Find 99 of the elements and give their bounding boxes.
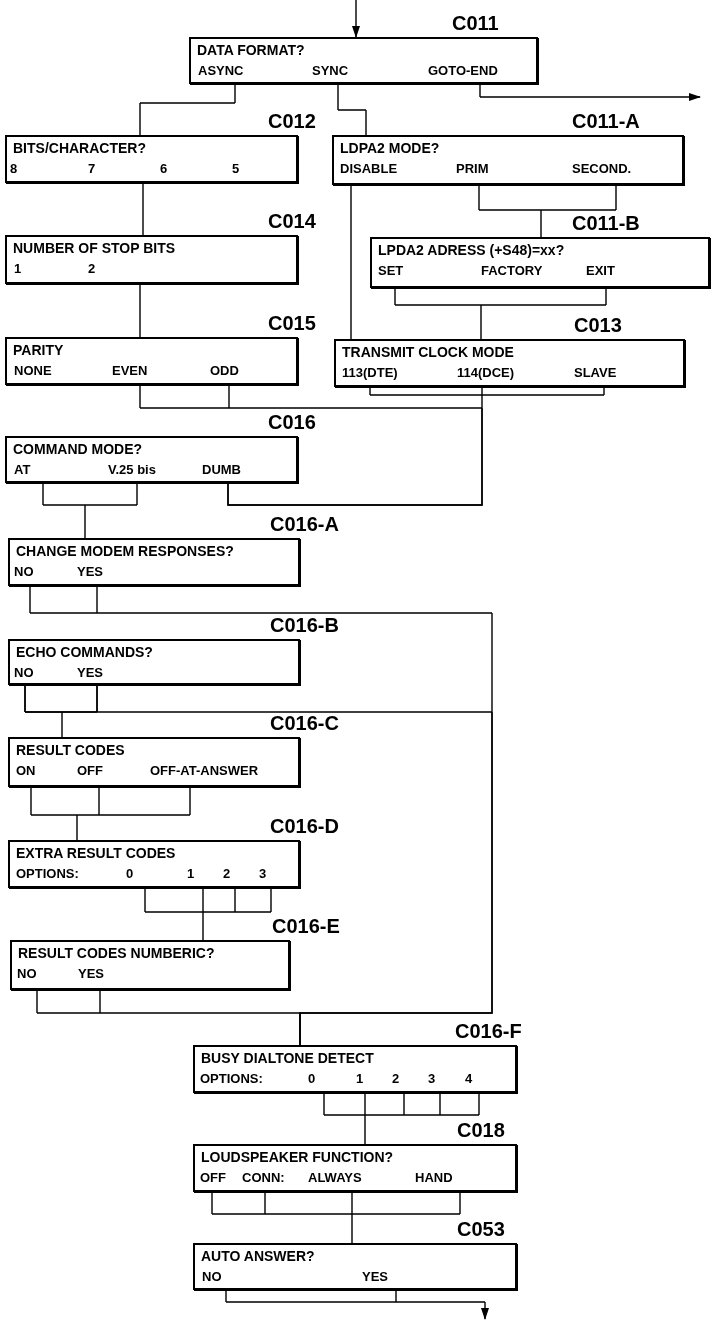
menu-option: OPTIONS:	[16, 866, 79, 882]
menu-option: YES	[78, 966, 104, 982]
menu-option: YES	[362, 1269, 388, 1285]
menu-option: 3	[428, 1071, 436, 1087]
menu-option: OFF	[77, 763, 103, 779]
menu-option: NO	[17, 966, 37, 982]
menu-option: OPTIONS:	[200, 1071, 263, 1087]
menu-prompt: LPDA2 ADRESS (+S48)=xx?	[378, 242, 565, 259]
menu-prompt: DATA FORMAT?	[197, 42, 305, 59]
menu-option: NONE	[14, 363, 52, 379]
menu-prompt: BITS/CHARACTER?	[13, 140, 146, 157]
screen-code: C011-B	[572, 212, 640, 234]
arrow	[225, 1289, 489, 1320]
menu-option: 1	[356, 1071, 364, 1087]
screen-code: C011	[452, 12, 499, 34]
menu-prompt: COMMAND MODE?	[13, 441, 143, 458]
connector-line	[139, 283, 141, 338]
menu-option: EXIT	[586, 263, 615, 279]
connector-line	[36, 989, 301, 1046]
menu-option: HAND	[415, 1170, 453, 1186]
screen-code: C011-A	[572, 110, 640, 132]
arrow	[352, 0, 360, 38]
screen-code: C053	[457, 1218, 505, 1240]
menu-option: ASYNC	[198, 63, 244, 79]
connector-line	[42, 482, 138, 539]
menu-option: YES	[77, 564, 103, 580]
menu-option: 0	[126, 866, 134, 882]
screen-code: C015	[268, 312, 316, 334]
menu-option: 113(DTE)	[342, 365, 398, 381]
menu-prompt: RESULT CODES NUMBERIC?	[18, 945, 215, 962]
menu-option: AT	[14, 462, 31, 478]
connector-line	[478, 184, 617, 238]
menu-option: DUMB	[202, 462, 241, 478]
menu-prompt: BUSY DIALTONE DETECT	[201, 1050, 374, 1067]
menu-option: 4	[465, 1071, 473, 1087]
menu-prompt: EXTRA RESULT CODES	[16, 845, 176, 862]
screen-code: C012	[268, 110, 316, 132]
menu-prompt: ECHO COMMANDS?	[16, 644, 153, 661]
menu-option: 6	[160, 161, 168, 177]
menu-option: ALWAYS	[308, 1170, 362, 1186]
menu-option: PRIM	[456, 161, 489, 177]
connector-line	[227, 386, 605, 506]
menu-prompt: AUTO ANSWER?	[201, 1248, 315, 1265]
connector-line	[394, 287, 607, 340]
menu-option: 1	[187, 866, 195, 882]
menu-option: CONN:	[242, 1170, 285, 1186]
menu-option: ON	[16, 763, 36, 779]
menu-option: NO	[202, 1269, 222, 1285]
menu-option: V.25 bis	[108, 462, 156, 478]
connector-line	[144, 887, 272, 941]
menu-option: OFF	[200, 1170, 226, 1186]
menu-option: SLAVE	[574, 365, 617, 381]
connector-line	[350, 184, 352, 340]
connector-line	[211, 1191, 461, 1244]
connector-line	[30, 786, 191, 841]
screen-code: C016-A	[270, 513, 339, 535]
screen-code: C016-F	[455, 1020, 522, 1042]
menu-prompt: PARITY	[13, 342, 64, 359]
screen-code: C018	[457, 1119, 505, 1141]
menu-prompt: RESULT CODES	[16, 742, 125, 759]
screen-code: C014	[268, 210, 316, 232]
menu-option: GOTO-END	[428, 63, 498, 79]
menu-option: EVEN	[112, 363, 148, 379]
menu-option: SYNC	[312, 63, 349, 79]
menu-option: FACTORY	[481, 263, 543, 279]
menu-option: 2	[392, 1071, 400, 1087]
screen-code: C016-D	[270, 815, 339, 837]
connector-line	[142, 182, 144, 236]
menu-option: OFF-AT-ANSWER	[150, 763, 259, 779]
menu-option: 7	[88, 161, 96, 177]
menu-option: 2	[223, 866, 231, 882]
menu-option: SECOND.	[572, 161, 632, 177]
menu-option: ODD	[210, 363, 239, 379]
menu-prompt: TRANSMIT CLOCK MODE	[342, 344, 514, 361]
menu-prompt: LOUDSPEAKER FUNCTION?	[201, 1149, 394, 1166]
screen-code: C016-C	[270, 712, 339, 734]
menu-option: NO	[14, 665, 34, 681]
screen-code: C016-E	[272, 915, 340, 937]
arrow	[479, 83, 701, 101]
menu-option: 114(DCE)	[457, 365, 515, 381]
screen-code: C013	[574, 314, 622, 336]
menu-option: 5	[232, 161, 240, 177]
menu-option: 1	[14, 261, 22, 277]
menu-option: YES	[77, 665, 103, 681]
menu-prompt: CHANGE MODEM RESPONSES?	[16, 543, 234, 560]
connector-line	[323, 1092, 480, 1145]
menu-prompt: NUMBER OF STOP BITS	[13, 240, 176, 257]
menu-option: NO	[14, 564, 34, 580]
menu-option: 0	[308, 1071, 316, 1087]
menu-option: 8	[10, 161, 18, 177]
screen-code: C016	[268, 411, 316, 433]
menu-option: 2	[88, 261, 96, 277]
menu-prompt: LDPA2 MODE?	[340, 140, 440, 157]
screen-code: C016-B	[270, 614, 339, 636]
menu-option: SET	[378, 263, 404, 279]
menu-option: DISABLE	[340, 161, 398, 177]
menu-option: 3	[259, 866, 267, 882]
connector-line	[337, 83, 367, 136]
connector-line	[139, 83, 236, 136]
